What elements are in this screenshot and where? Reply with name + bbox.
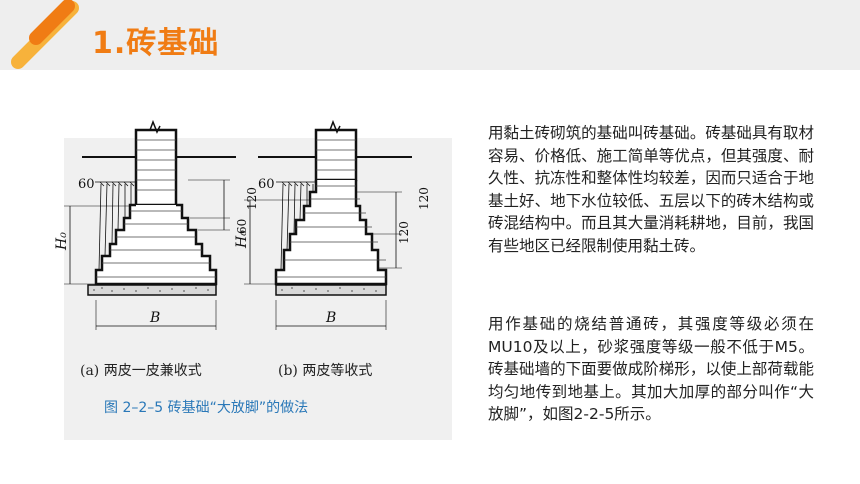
caption-a: (a) 两皮一皮兼收式 (80, 363, 202, 379)
diagram-b: 60 H₀ 120 120 B (234, 119, 431, 330)
label-120-b-top: 120 (417, 187, 431, 210)
label-60-a-right: 60 (235, 219, 249, 234)
header-bar (0, 0, 860, 70)
label-b-b: B (325, 310, 336, 326)
body-paragraph-1: 用黏土砖砌筑的基础叫砖基础。砖基础具有取材容易、价格低、施工简单等优点，但其强度… (488, 124, 814, 255)
page-title: 1.砖基础 (92, 26, 220, 61)
label-60-b: 60 (258, 177, 275, 192)
label-120-b-bottom: 120 (397, 221, 411, 244)
label-60-a: 60 (78, 177, 95, 192)
caption-b: (b) 两皮等收式 (278, 363, 373, 379)
brick-foundation-diagram: 60 H₀ 120 60 B (54, 119, 431, 330)
logo-stripes-icon (11, 0, 79, 69)
body-paragraph-2: 用作基础的烧结普通砖，其强度等级必须在MU10及以上，砂浆强度等级一般不低于M5… (488, 315, 814, 423)
label-h0-b: H₀ (234, 230, 250, 249)
diagram-a: 60 H₀ 120 60 B (54, 119, 259, 330)
label-h0-a: H₀ (54, 232, 70, 251)
label-120-a: 120 (245, 187, 259, 210)
label-b-a: B (149, 310, 160, 326)
figure-title: 图 2–2–5 砖基础“大放脚”的做法 (104, 400, 309, 416)
